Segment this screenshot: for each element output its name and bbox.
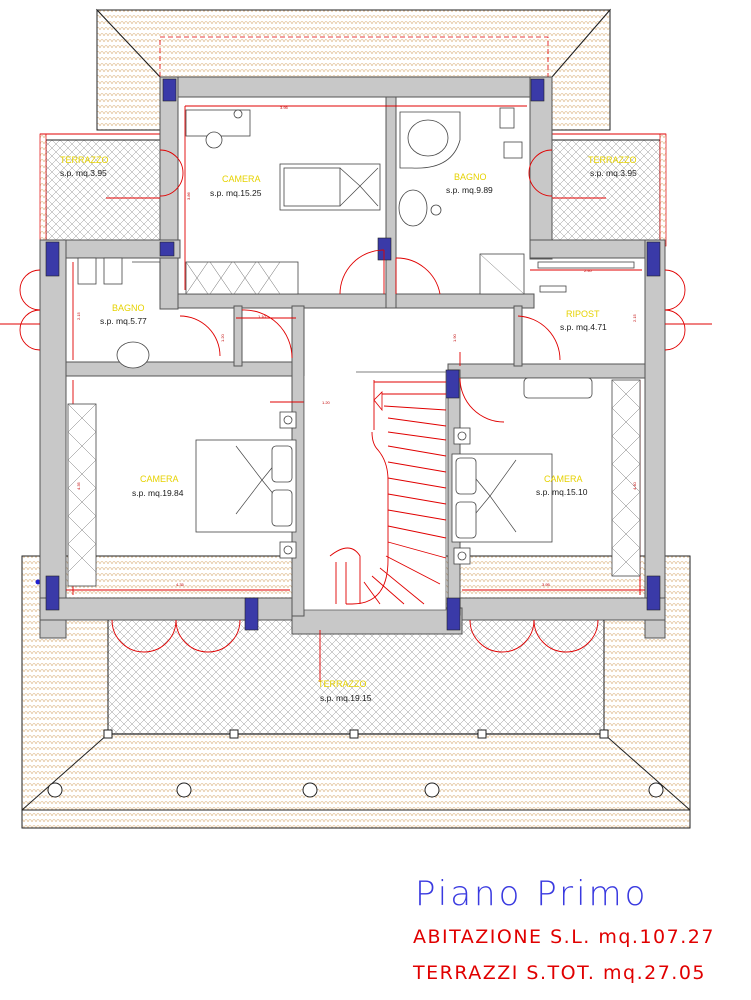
roof-bottom-columns — [35, 579, 664, 798]
dim-camera-right-width: 3.95 — [542, 582, 551, 587]
bagno-left-fixtures — [77, 257, 161, 369]
dim-camera-left-width: 4.35 — [176, 582, 185, 587]
dim-bagno-left-depth: 2.15 — [76, 311, 81, 320]
walls — [39, 76, 666, 639]
roof-top — [95, 8, 612, 131]
room-area-terrazzo-right: s.p. mq.3.95 — [590, 168, 637, 178]
dim-camera-left-depth: 4.35 — [76, 481, 81, 490]
ripost-fixtures — [537, 261, 635, 293]
room-name-camera-right: CAMERA — [544, 474, 583, 484]
terrazzi-surface: TERRAZZI S.TOT. mq.27.05 — [413, 962, 707, 984]
room-area-bagno-left: s.p. mq.5.77 — [100, 316, 147, 326]
plan-title: Piano Primo — [415, 874, 649, 914]
room-name-ripost: RIPOST — [566, 309, 600, 319]
camera-left-furniture — [67, 403, 297, 587]
dim-corridor-depth: 1.90 — [452, 333, 457, 342]
room-name-bagno-top: BAGNO — [454, 172, 487, 182]
dim-corridor-width: 1.10 — [258, 314, 267, 319]
abitazione-surface: ABITAZIONE S.L. mq.107.27 — [413, 926, 715, 948]
dim-camera-right-depth: 4.40 — [632, 481, 637, 490]
room-area-terrazzo-left: s.p. mq.3.95 — [60, 168, 107, 178]
room-area-ripost: s.p. mq.4.71 — [560, 322, 607, 332]
camera-right-furniture — [451, 377, 641, 577]
room-labels: CAMERA s.p. mq.15.25 BAGNO s.p. mq.9.89 … — [60, 155, 637, 703]
camera-top-furniture — [185, 109, 381, 295]
room-name-camera-left: CAMERA — [140, 474, 179, 484]
room-area-camera-right: s.p. mq.15.10 — [536, 487, 588, 497]
doors — [179, 249, 561, 423]
dim-ripost-depth: 2.15 — [632, 313, 637, 322]
room-area-camera-left: s.p. mq.19.84 — [132, 488, 184, 498]
dimension-labels: 3.95 3.86 1.10 1.20 1.90 2.40 2.15 2.15 … — [76, 105, 637, 587]
terrazzo-left-area — [39, 133, 165, 247]
terrazzo-right-area — [545, 133, 667, 247]
room-name-bagno-left: BAGNO — [112, 303, 145, 313]
room-area-bagno-top: s.p. mq.9.89 — [446, 185, 493, 195]
dim-camera-top-width: 3.95 — [280, 105, 289, 110]
staircase — [303, 371, 447, 611]
room-area-terrazzo-bottom: s.p. mq.19.15 — [320, 693, 372, 703]
room-name-terrazzo-bottom: TERRAZZO — [318, 679, 367, 689]
roof-bottom — [21, 555, 691, 829]
room-name-camera-top: CAMERA — [222, 174, 261, 184]
dim-stair-width: 1.20 — [220, 333, 225, 342]
bagno-top-fixtures — [398, 107, 525, 295]
dim-camera-top-depth: 3.86 — [186, 191, 191, 200]
dim-landing-width: 1.20 — [322, 400, 331, 405]
room-name-terrazzo-left: TERRAZZO — [60, 155, 109, 165]
dim-ripost-width: 2.40 — [584, 268, 593, 273]
columns — [45, 78, 661, 631]
room-area-camera-top: s.p. mq.15.25 — [210, 188, 262, 198]
room-name-terrazzo-right: TERRAZZO — [588, 155, 637, 165]
